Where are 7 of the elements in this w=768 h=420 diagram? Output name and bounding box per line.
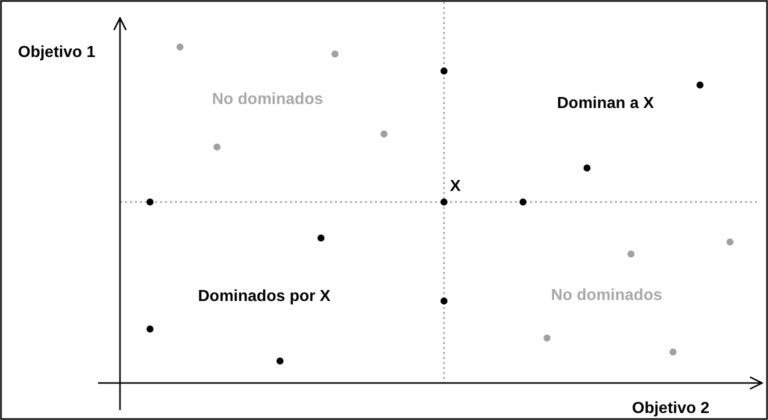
region-label: No dominados [212,91,324,109]
region-label: No dominados [551,287,662,305]
point-label: X [450,178,461,196]
region-label: Dominan a X [557,95,654,113]
axis-label: Objetivo 2 [632,400,710,418]
region-label: Dominados por X [198,288,330,306]
axis-label: Objetivo 1 [18,44,96,62]
